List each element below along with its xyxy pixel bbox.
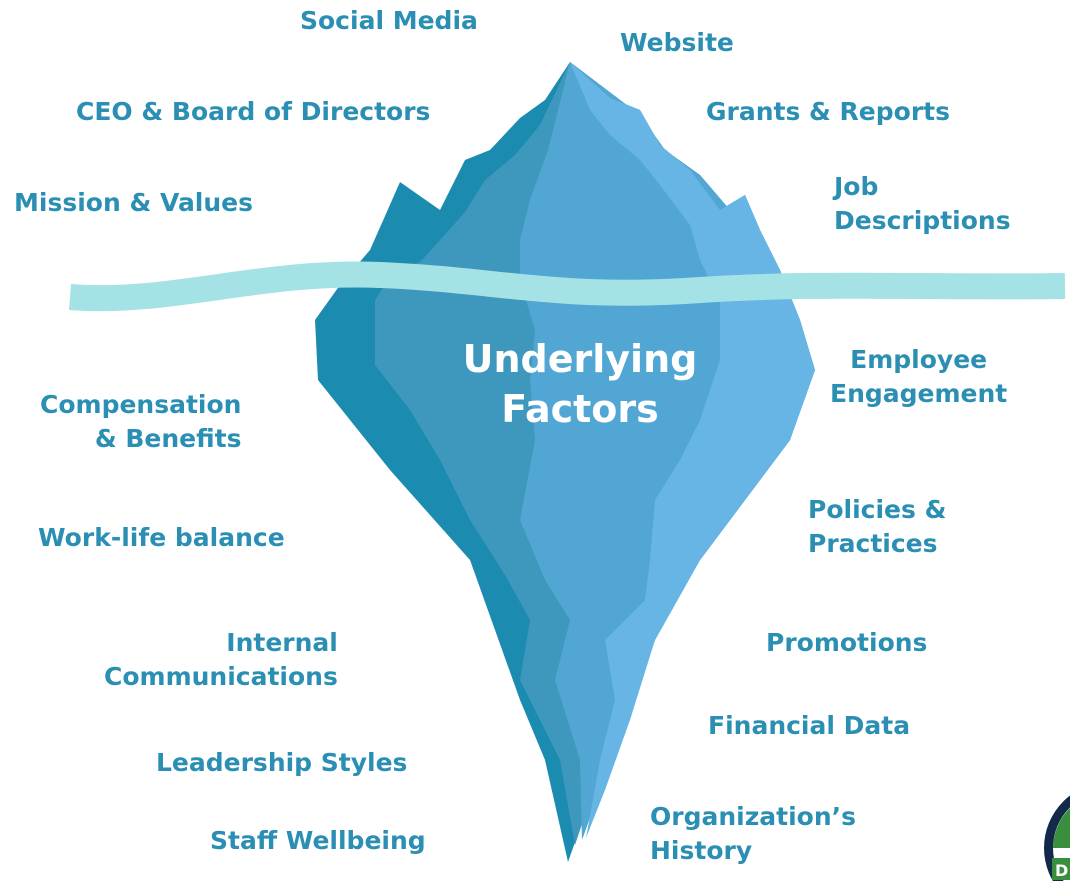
- label-grants-reports: Grants & Reports: [706, 97, 950, 126]
- label-policies-practices: Policies & Practices: [808, 495, 947, 558]
- label-website: Website: [620, 28, 734, 57]
- label-compensation-benefits: Compensation & Benefits: [40, 390, 242, 453]
- label-financial-data: Financial Data: [708, 711, 911, 740]
- label-employee-engagement: Employee Engagement: [830, 345, 1008, 408]
- label-staff-wellbeing: Staff Wellbeing: [210, 826, 426, 855]
- center-title-line-2: Factors: [501, 387, 659, 431]
- label-organization-history: Organization’s History: [650, 802, 857, 865]
- logo-badge-icon: D: [1044, 795, 1070, 881]
- label-mission-values: Mission & Values: [14, 188, 254, 217]
- label-leadership-styles: Leadership Styles: [156, 748, 408, 777]
- center-title-line-1: Underlying: [462, 337, 698, 381]
- label-work-life-balance: Work-life balance: [38, 523, 285, 552]
- water-line: [68, 261, 1066, 312]
- label-ceo-board: CEO & Board of Directors: [76, 97, 431, 126]
- badge-letter: D: [1055, 861, 1068, 880]
- label-job-descriptions: Job Descriptions: [834, 172, 1011, 235]
- label-social-media: Social Media: [300, 6, 478, 35]
- label-internal-communications: Internal Communications: [104, 628, 338, 691]
- label-promotions: Promotions: [766, 628, 928, 657]
- iceberg-light-face: [570, 62, 815, 838]
- center-title: Underlying Factors: [420, 334, 740, 434]
